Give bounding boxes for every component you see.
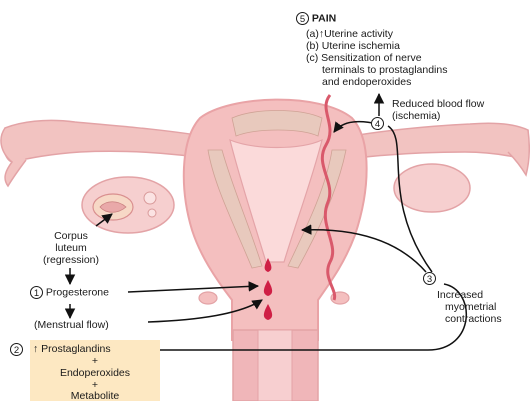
- pain-item-a: (a)↑Uterine activity: [306, 28, 393, 40]
- left-fallopian-tube: [3, 120, 215, 162]
- pain-item-c-line3: and endoperoxides: [322, 76, 411, 88]
- step-4-label: 4: [371, 117, 384, 130]
- myometrial-label: myometrial: [445, 301, 496, 313]
- regression-label: (regression): [36, 254, 106, 266]
- right-ovary: [394, 164, 470, 212]
- right-fallopian-tube: [340, 123, 528, 160]
- metabolite-text: Metabolite: [30, 390, 160, 401]
- step-3-label: 3: [423, 272, 436, 285]
- ischemia-label: (ischemia): [392, 110, 440, 122]
- step-3-circle: 3: [423, 272, 436, 285]
- progesterone-label: 1 Progesterone: [30, 286, 109, 299]
- step-2-label: 2: [10, 343, 23, 356]
- progesterone-text: Progesterone: [46, 286, 109, 298]
- corpus-label: Corpus: [40, 230, 102, 242]
- step-1-circle: 1: [30, 286, 43, 299]
- pain-item-c-line2: terminals to prostaglandins: [322, 64, 447, 76]
- pain-heading: PAIN: [312, 12, 336, 24]
- step-2-circle: 2: [10, 343, 23, 356]
- prostaglandins-text: ↑ Prostaglandins: [33, 343, 111, 355]
- step-5-circle: 5: [296, 12, 309, 25]
- reduced-blood-flow-label: Reduced blood flow: [392, 98, 484, 110]
- pain-item-b: (b) Uterine ischemia: [306, 40, 400, 52]
- menstrual-flow-label: (Menstrual flow): [34, 319, 109, 331]
- pain-title: 5 PAIN: [296, 12, 336, 25]
- pain-item-c: (c) Sensitization of nerve: [306, 52, 422, 64]
- contractions-label: contractions: [445, 313, 502, 325]
- endoperoxides-text: Endoperoxides: [30, 367, 160, 379]
- increased-label: Increased: [437, 289, 483, 301]
- plus-1: +: [30, 355, 160, 367]
- step-4-circle: 4: [371, 117, 384, 130]
- luteum-label: luteum: [40, 242, 102, 254]
